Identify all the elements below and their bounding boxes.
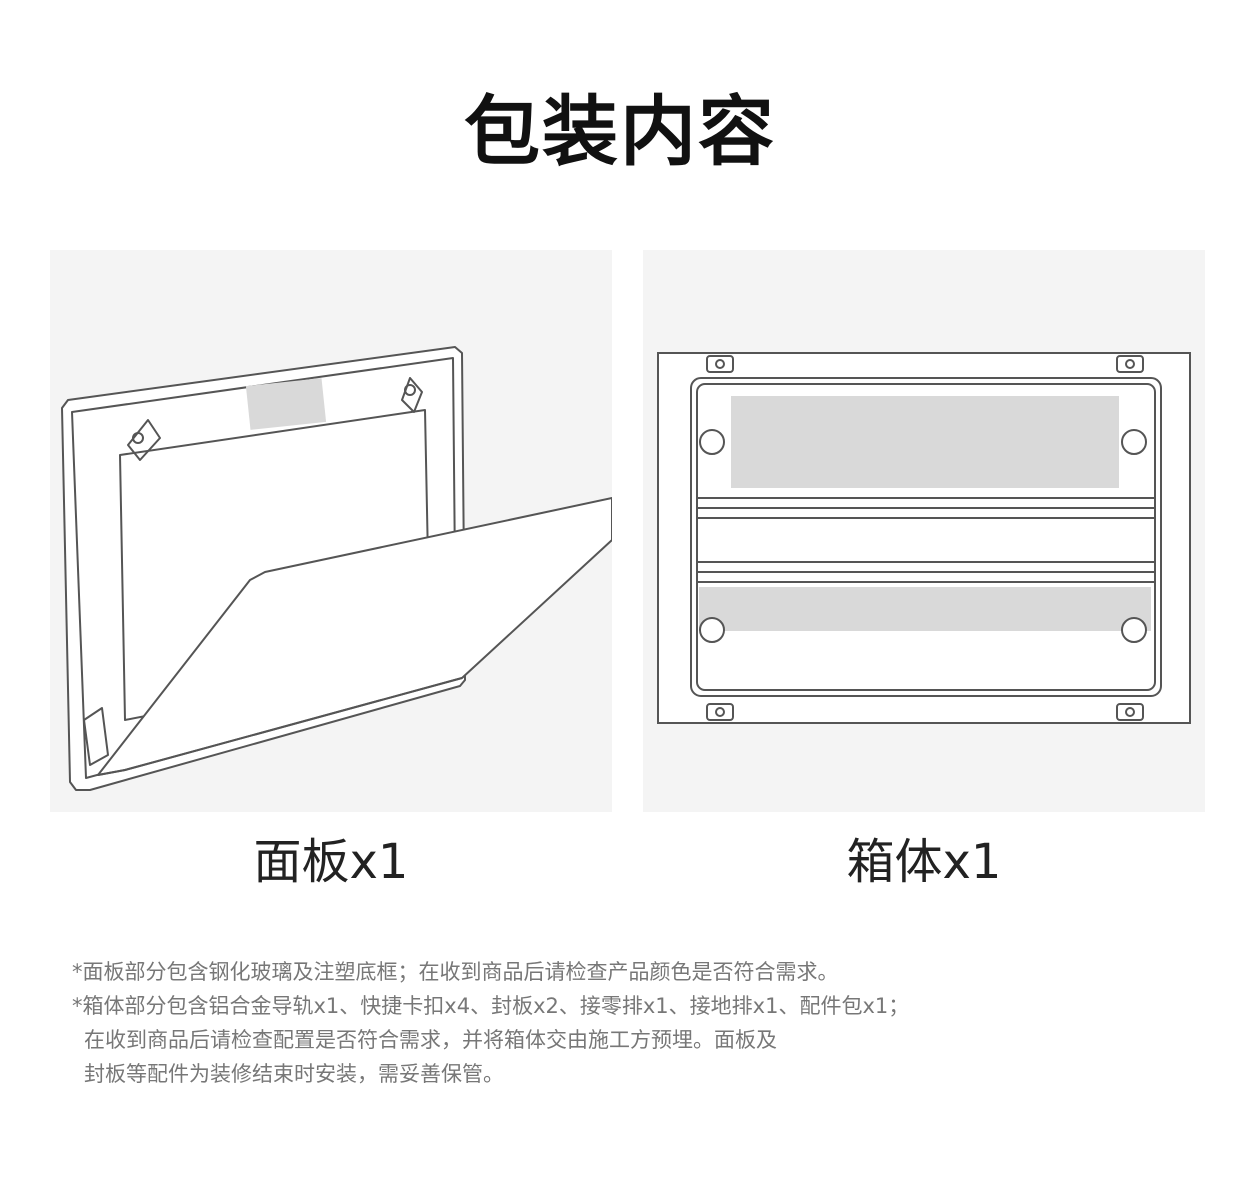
distribution-box-illustration [657,352,1191,724]
panel-cover-illustration [61,346,612,791]
panel-product-card [50,250,612,812]
page-title: 包装内容 [464,87,776,176]
box-product-card [643,250,1205,812]
note-box-continued: 在收到商品后请检查配置是否符合需求，并将箱体交由施工方预埋。面板及 [84,1028,777,1052]
notes-section: *面板部分包含钢化玻璃及注塑底框；在收到商品后请检查产品颜色是否符合需求。 *箱… [72,955,1172,1091]
panel-caption: 面板x1 [253,834,409,890]
box-caption: 箱体x1 [846,834,1002,890]
note-box-end: 封板等配件为装修结束时安装，需妥善保管。 [84,1062,504,1086]
note-panel: *面板部分包含钢化玻璃及注塑底框；在收到商品后请检查产品颜色是否符合需求。 [72,960,839,984]
note-box: *箱体部分包含铝合金导轨x1、快捷卡扣x4、封板x2、接零排x1、接地排x1、配… [72,994,910,1018]
